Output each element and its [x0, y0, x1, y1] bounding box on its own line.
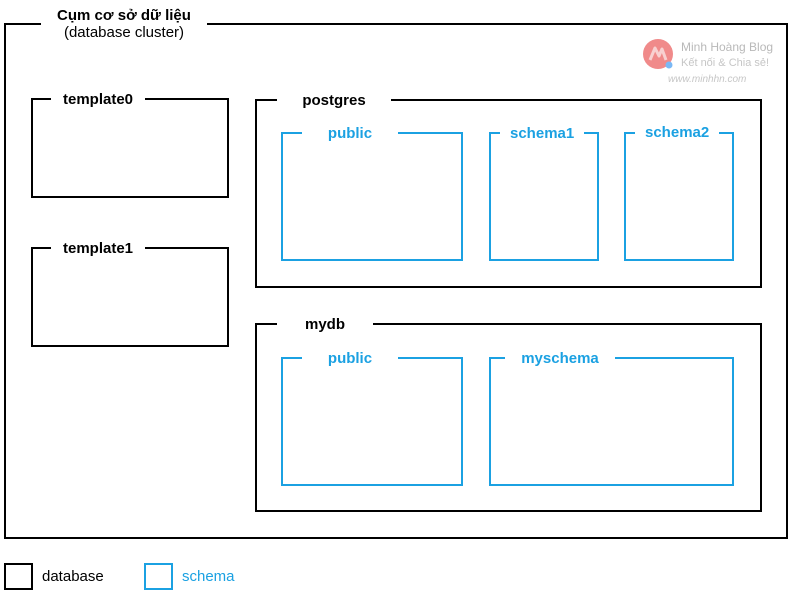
database-postgres [255, 99, 762, 288]
cluster-title-main: Cụm cơ sở dữ liệu [57, 7, 191, 24]
database-template0 [31, 98, 229, 198]
cluster-title: Cụm cơ sở dữ liệu (database cluster) [41, 7, 207, 42]
schema-postgres-public [281, 132, 463, 261]
schema-label-postgres-public: public [302, 125, 398, 142]
schema-label-postgres-schema1: schema1 [500, 125, 585, 142]
database-label-postgres: postgres [277, 92, 391, 109]
cluster-title-sub: (database cluster) [63, 24, 185, 41]
schema-label-postgres-schema2: schema2 [635, 124, 720, 141]
schema-postgres-schema1 [489, 132, 599, 261]
blog-logo-icon [643, 39, 673, 69]
database-label-template1: template1 [51, 240, 146, 257]
schema-mydb-public [281, 357, 463, 486]
watermark-url: www.minhhn.com [668, 74, 747, 85]
database-label-template0: template0 [51, 91, 146, 108]
legend-database-label: database [42, 568, 104, 585]
database-cluster-box [4, 23, 788, 539]
schema-postgres-schema2 [624, 132, 734, 261]
database-mydb [255, 323, 762, 512]
schema-label-mydb-public: public [302, 350, 398, 367]
legend-database-swatch [4, 563, 33, 590]
watermark-slogan: Kết nối & Chia sẻ! [681, 57, 770, 69]
legend-schema-swatch [144, 563, 173, 590]
schema-mydb-myschema [489, 357, 734, 486]
database-template1 [31, 247, 229, 347]
legend-schema-label: schema [182, 568, 235, 585]
schema-label-mydb-myschema: myschema [505, 350, 615, 367]
database-label-mydb: mydb [277, 316, 373, 333]
watermark-name: Minh Hoàng Blog [681, 40, 774, 54]
watermark: Minh Hoàng Blog Kết nối & Chia sẻ! www.m… [640, 37, 790, 89]
